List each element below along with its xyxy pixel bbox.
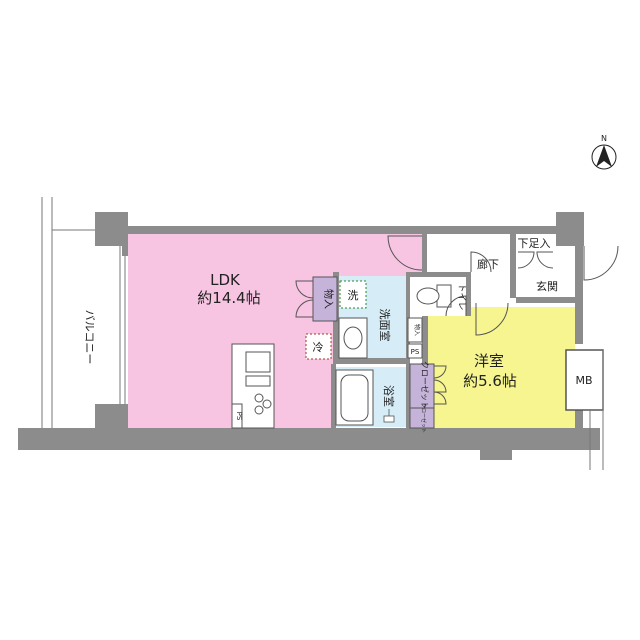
ldk-size: 約14.4帖	[197, 289, 260, 307]
closet-lower-label: クローゼット	[420, 403, 427, 433]
ldk-storage-door	[295, 280, 314, 318]
small-storage	[407, 317, 423, 343]
kitchen-counter	[231, 343, 275, 429]
compass: N	[591, 134, 617, 170]
meter-box	[565, 349, 604, 411]
wash-basin	[338, 317, 368, 359]
entrance-label: 玄関	[536, 279, 558, 293]
western-name: 洋室	[474, 352, 504, 370]
washer-label: 洗	[348, 289, 359, 302]
ps-wash-label: PS	[411, 348, 420, 356]
western-size: 約5.6帖	[463, 372, 517, 390]
bathtub	[335, 369, 395, 426]
toilet-fixture	[416, 284, 452, 308]
door-swings	[387, 235, 619, 336]
shoe-storage-label: 下足入	[518, 237, 551, 250]
compass-label: N	[601, 134, 607, 143]
ldk-room	[128, 234, 333, 428]
western-room	[428, 307, 575, 429]
north-arrow-icon	[596, 145, 612, 167]
washer-space	[339, 280, 367, 309]
ldk-upper-extension	[333, 234, 423, 276]
hallway-label: 廊下	[477, 257, 499, 271]
ldk-storage-label: 物入	[322, 289, 335, 309]
meter-box-label: MB	[575, 374, 592, 387]
toilet-door	[445, 295, 467, 317]
bathroom-label: 浴室	[382, 385, 396, 407]
ldk-name: LDK	[210, 271, 241, 289]
entrance-floor	[510, 250, 575, 302]
ldk-storage	[312, 276, 338, 322]
ps-wash-box	[407, 343, 423, 359]
small-storage-label: 物入	[413, 324, 421, 336]
washroom-label: 洗面室	[378, 309, 392, 342]
fridge-space	[305, 333, 332, 360]
closet-lower	[409, 407, 435, 429]
fridge-label: 冷	[313, 341, 324, 354]
ps-kitchen-label: PS	[235, 412, 243, 421]
closet-upper-label: クローゼット	[420, 361, 430, 409]
balcony-label: バルコニー	[83, 310, 96, 365]
toilet-label: トイレ	[456, 283, 466, 310]
closet-door	[433, 365, 447, 405]
balcony	[41, 197, 121, 430]
